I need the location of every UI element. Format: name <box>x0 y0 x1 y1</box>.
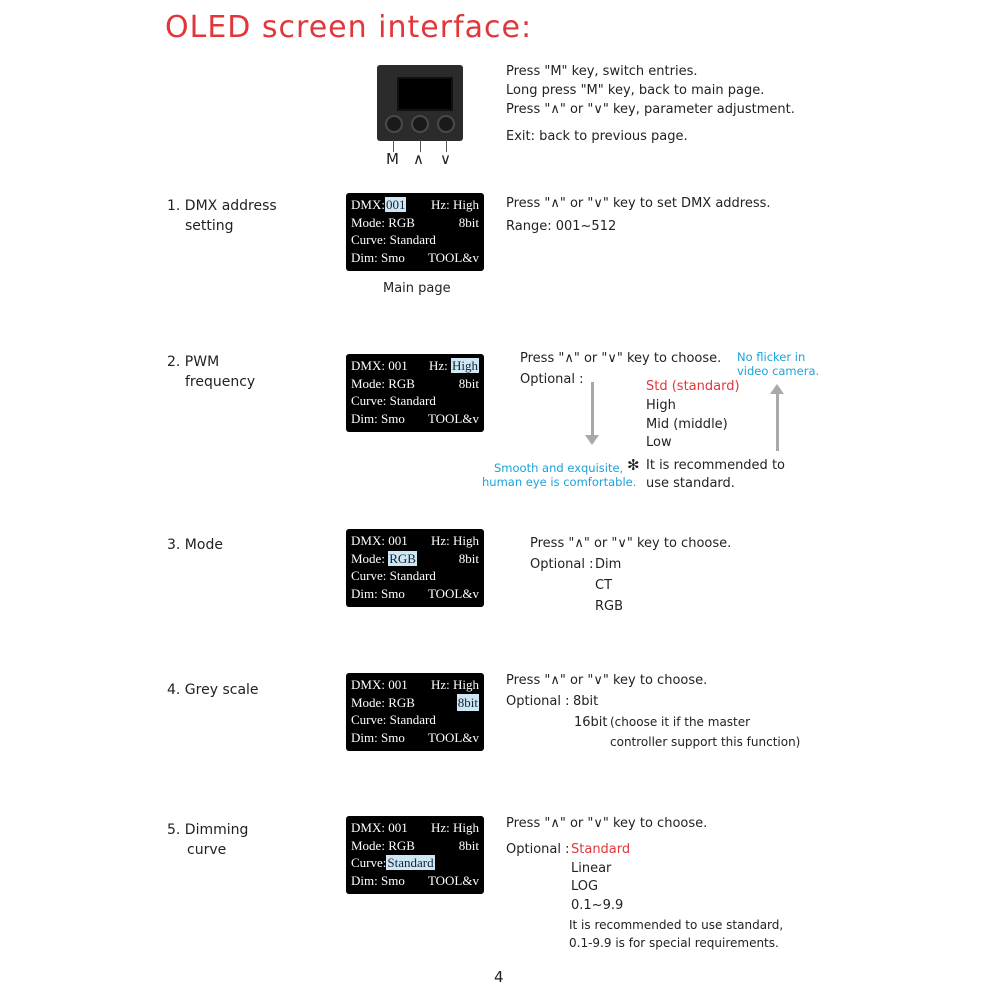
section-desc: Press "∧" or "∨" key to choose. <box>520 351 722 366</box>
option-item: High <box>646 398 676 413</box>
note-line: use standard. <box>646 476 735 491</box>
option-item: 16bit <box>574 715 608 730</box>
m-key-label: M <box>386 150 399 168</box>
section-label: 1. DMX address <box>167 198 277 214</box>
asterisk-icon: ✻ <box>627 456 640 474</box>
option-item: LOG <box>571 879 599 894</box>
note-line: It is recommended to use standard, <box>569 918 784 932</box>
section-desc: Press "∧" or "∨" key to choose. <box>506 673 708 688</box>
option-item: 8bit <box>573 694 599 709</box>
option-item: Low <box>646 435 672 450</box>
mode-value-highlight: RGB <box>388 550 417 566</box>
m-key-line <box>393 140 394 152</box>
down-key-line <box>446 140 447 152</box>
up-key-button[interactable] <box>411 115 429 133</box>
hz-value-highlight: High <box>451 358 479 373</box>
optional-label: Optional : <box>530 557 594 572</box>
option-item: RGB <box>595 599 624 614</box>
section-label: 2. PWM <box>167 354 220 370</box>
option-item-selected: Std (standard) <box>646 379 740 394</box>
option-item-selected: Standard <box>571 842 631 857</box>
intro-line: Press "M" key, switch entries. <box>506 64 698 79</box>
option-note: controller support this function) <box>610 735 801 749</box>
note-left-blue: human eye is comfortable. <box>482 475 637 489</box>
section-desc: Range: 001~512 <box>506 219 617 234</box>
option-item: 0.1~9.9 <box>571 898 624 913</box>
device-oled-screen <box>397 77 453 111</box>
down-key-button[interactable] <box>437 115 455 133</box>
note-left-blue: Smooth and exquisite, <box>494 461 624 475</box>
arrow-up-icon <box>770 384 784 451</box>
bit-value-highlight: 8bit <box>456 693 479 711</box>
option-item: CT <box>595 578 613 593</box>
page-number: 4 <box>494 968 504 986</box>
m-key-button[interactable] <box>385 115 403 133</box>
dmx-value-highlight: 001 <box>384 197 407 212</box>
section-label: 3. Mode <box>167 537 223 553</box>
section-label: frequency <box>185 374 256 390</box>
option-item: Linear <box>571 861 612 876</box>
section-label: setting <box>185 218 234 234</box>
up-key-line <box>420 140 421 152</box>
note-right-blue: No flicker in <box>737 350 806 364</box>
optional-label: Optional : <box>506 694 570 709</box>
option-item: Mid (middle) <box>646 417 728 432</box>
intro-line: Exit: back to previous page. <box>506 129 688 144</box>
note-line: 0.1-9.9 is for special requirements. <box>569 936 779 950</box>
option-item: Dim <box>595 557 622 572</box>
section-desc: Press "∧" or "∨" key to choose. <box>530 536 732 551</box>
arrow-down-icon <box>585 382 599 445</box>
intro-line: Press "∧" or "∨" key, parameter adjustme… <box>506 102 795 117</box>
down-key-label: ∨ <box>440 150 451 168</box>
controller-device <box>377 65 463 141</box>
curve-value-highlight: Standard <box>386 855 435 870</box>
page-title: OLED screen interface: <box>165 10 533 45</box>
note-line: It is recommended to <box>646 458 785 473</box>
section-label: 5. Dimming <box>167 822 249 838</box>
optional-label: Optional : <box>506 842 570 857</box>
option-note: (choose it if the master <box>610 715 751 729</box>
intro-line: Long press "M" key, back to main page. <box>506 83 765 98</box>
screen-caption: Main page <box>383 281 451 296</box>
section-desc: Press "∧" or "∨" key to choose. <box>506 816 708 831</box>
optional-label: Optional : <box>520 372 584 387</box>
note-right-blue: video camera. <box>737 364 820 378</box>
up-key-label: ∧ <box>413 150 424 168</box>
section-label: 4. Grey scale <box>167 682 259 698</box>
section-label: curve <box>187 842 227 858</box>
section-desc: Press "∧" or "∨" key to set DMX address. <box>506 196 771 211</box>
